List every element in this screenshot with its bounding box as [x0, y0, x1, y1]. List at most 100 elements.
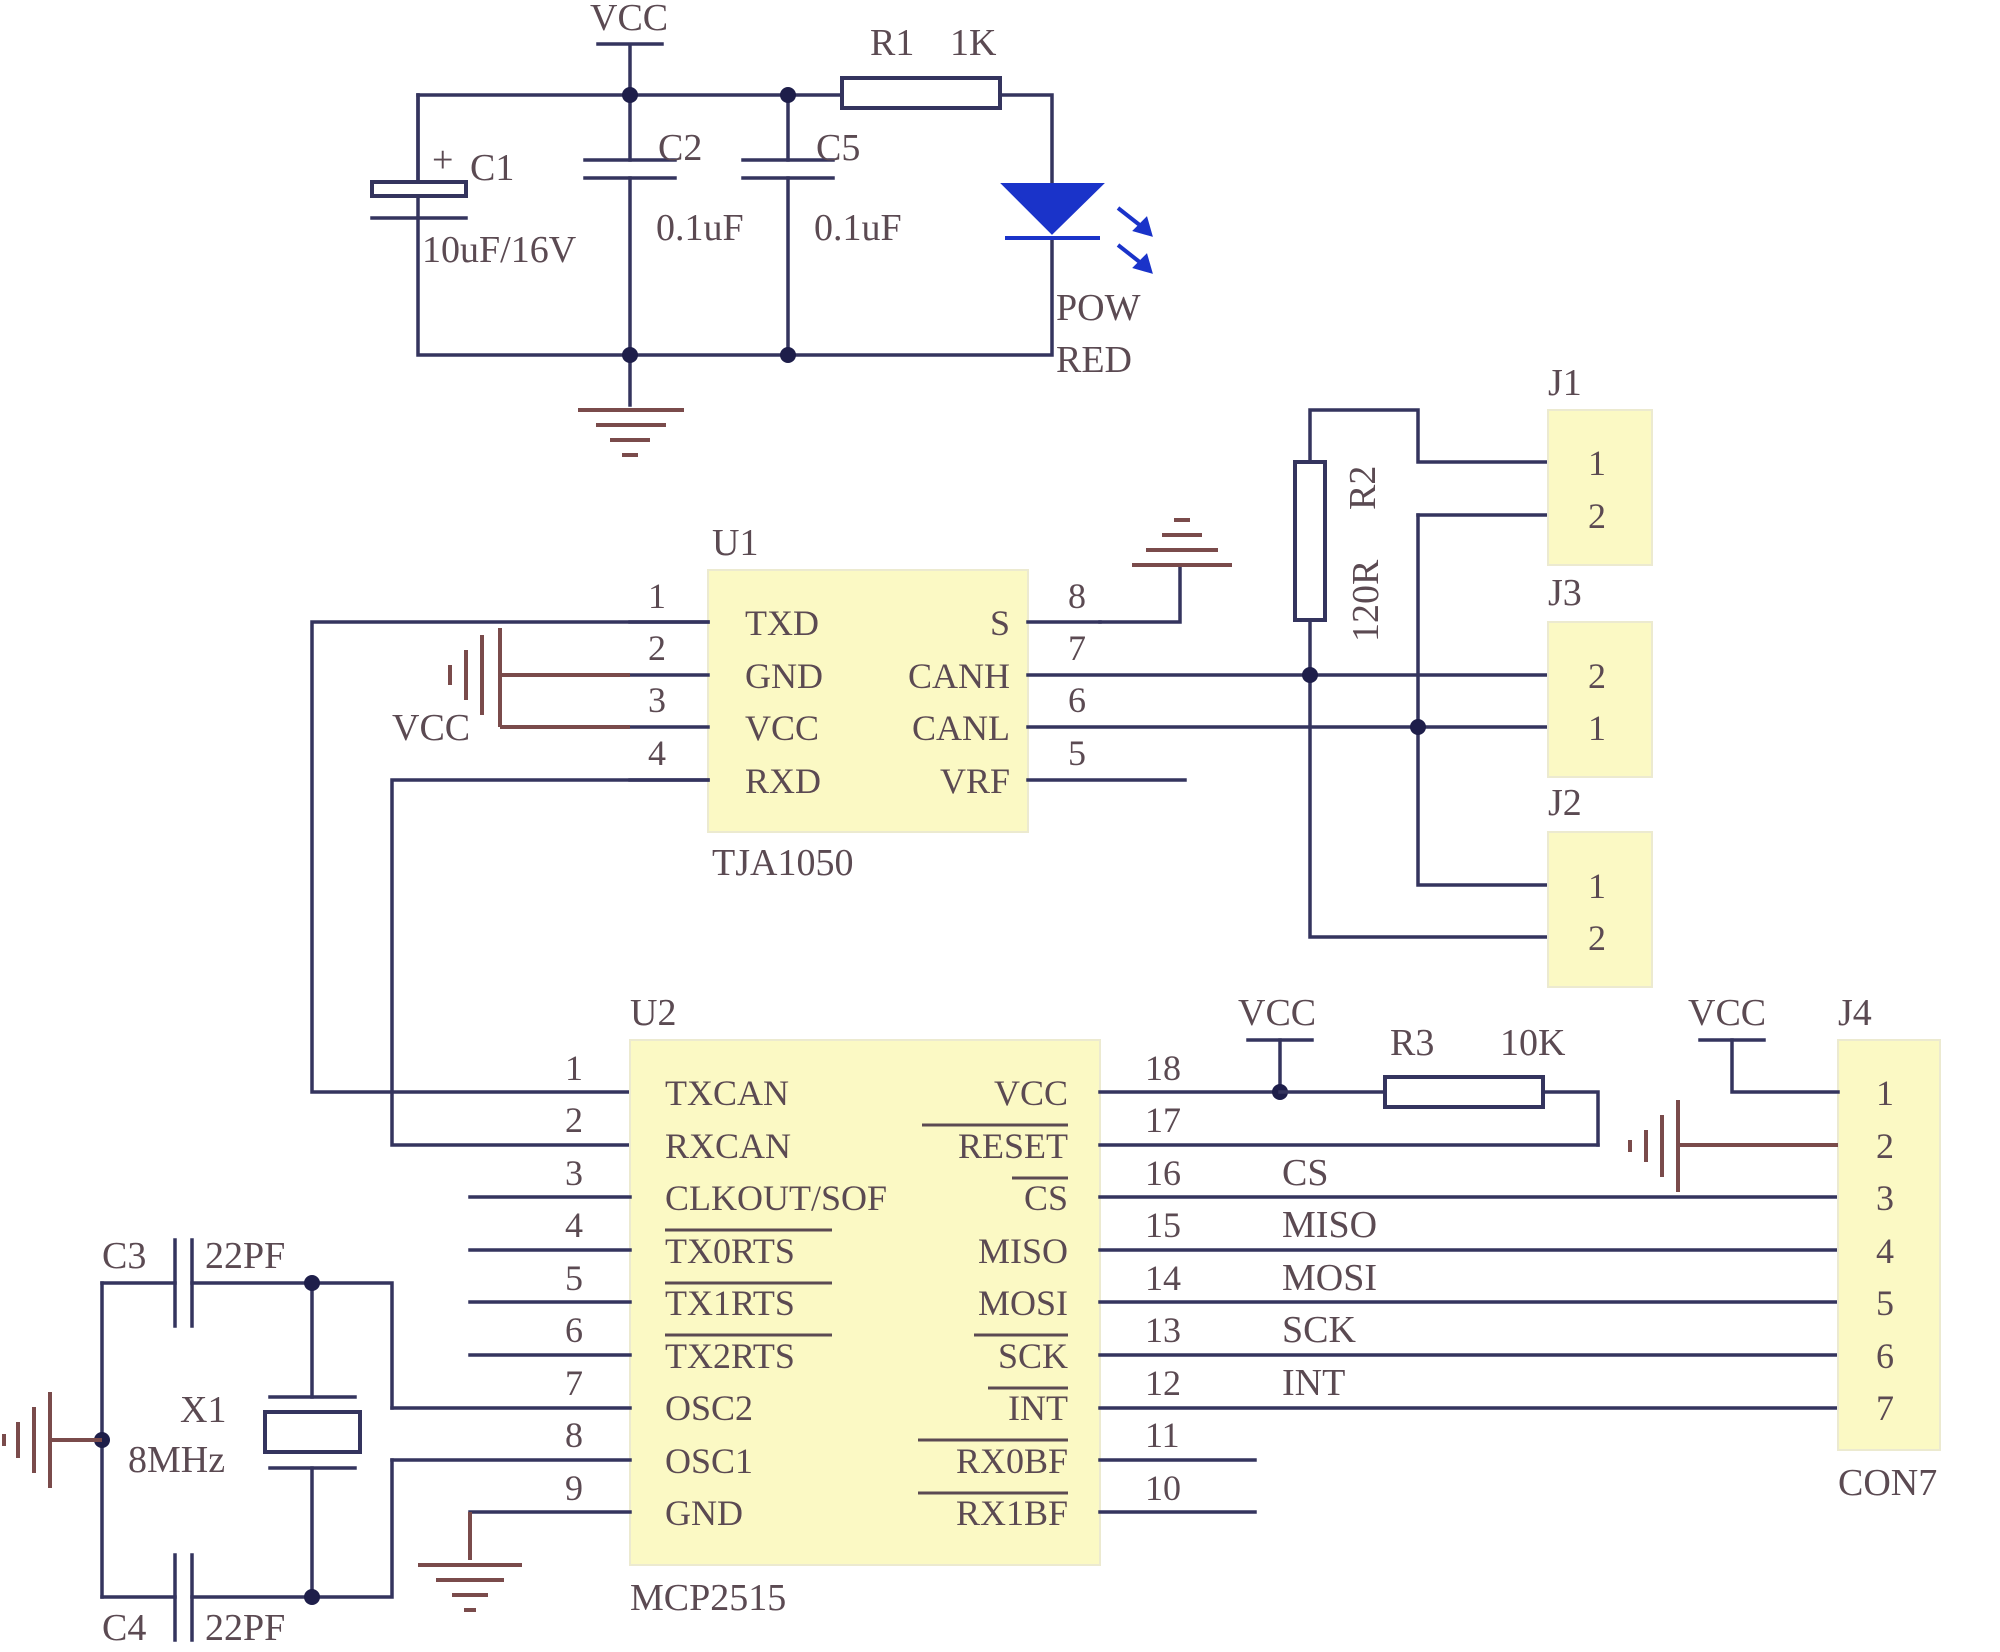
led-label-line2: RED — [1056, 339, 1132, 381]
u2-pin-num: 16 — [1145, 1153, 1181, 1193]
c4-value: 22PF — [205, 1607, 285, 1649]
j4-pin: 6 — [1876, 1336, 1894, 1376]
x1-value: 8MHz — [128, 1439, 225, 1481]
u2-pin-num: 13 — [1145, 1310, 1181, 1350]
u2-pin-num: 7 — [565, 1363, 583, 1403]
u2-part: MCP2515 — [630, 1577, 786, 1619]
net-label-sck: SCK — [1282, 1309, 1356, 1351]
c1-value: 10uF/16V — [422, 229, 577, 271]
crystal-ground-icon — [2, 1392, 52, 1488]
u2-pin-name: GND — [665, 1493, 743, 1533]
u2-pin-num: 10 — [1145, 1468, 1181, 1508]
u1-pin-num: 5 — [1068, 733, 1086, 773]
u2-pin-num: 14 — [1145, 1258, 1181, 1298]
j4-vcc-label: VCC — [1688, 992, 1766, 1034]
u2-pin-name: RESET — [958, 1126, 1068, 1166]
u2-pin-name: OSC1 — [665, 1441, 753, 1481]
led-label-line1: POW — [1056, 287, 1141, 329]
u1-pin-name: GND — [745, 656, 823, 696]
u2-pin-name: TX0RTS — [665, 1231, 795, 1271]
j3-label: J3 — [1548, 572, 1582, 614]
c1-label: C1 — [470, 147, 514, 189]
u2-pin-num: 4 — [565, 1205, 583, 1245]
u1-pin-num: 2 — [648, 628, 666, 668]
c2-label: C2 — [658, 127, 702, 169]
u2-pin-name: CLKOUT/SOF — [665, 1178, 887, 1218]
u1-tja1050: U1 TJA1050 1 2 3 4 TXD GND VCC RXD 8 7 6… — [392, 518, 1232, 884]
u2-pin-name: RX0BF — [956, 1441, 1068, 1481]
x1-crystal — [263, 1410, 362, 1454]
net-label-int: INT — [1282, 1362, 1345, 1404]
j4-connector: J4 CON7 1 2 3 4 5 6 7 VCC — [1628, 992, 1941, 1504]
j4-pin: 5 — [1876, 1283, 1894, 1323]
c4-label: C4 — [102, 1607, 146, 1649]
r3-resistor — [1383, 1075, 1545, 1109]
u1-pin-num: 6 — [1068, 680, 1086, 720]
j4-part: CON7 — [1838, 1462, 1937, 1504]
u1-pin-name: S — [990, 603, 1010, 643]
u2-pin-name: INT — [1008, 1388, 1068, 1428]
u1-pin-name: VRF — [940, 761, 1010, 801]
can-connectors: R2 120R J1 1 2 J3 2 1 J2 1 2 — [1026, 362, 1653, 988]
u2-pin-name: MISO — [978, 1231, 1068, 1271]
u1-part: TJA1050 — [712, 842, 853, 884]
u1-pin-num: 3 — [648, 680, 666, 720]
r3-label: R3 — [1390, 1022, 1434, 1064]
power-vcc-label: VCC — [590, 0, 668, 39]
u2-pin-name: MOSI — [978, 1283, 1068, 1323]
j2-pin: 2 — [1588, 918, 1606, 958]
u2-pin-name: TX2RTS — [665, 1336, 795, 1376]
u2-pin-name: OSC2 — [665, 1388, 753, 1428]
u1-pin-name: CANL — [912, 708, 1010, 748]
j4-pin: 3 — [1876, 1178, 1894, 1218]
net-label-miso: MISO — [1282, 1204, 1377, 1246]
u2-mcp2515: U2 MCP2515 1 2 3 4 5 6 7 8 9 TXCAN RXCAN… — [390, 992, 1600, 1619]
c1-capacitor — [370, 180, 468, 198]
j4-pin: 4 — [1876, 1231, 1894, 1271]
u2-pin-num: 15 — [1145, 1205, 1181, 1245]
u2-pin-num: 8 — [565, 1415, 583, 1455]
u2-pin-name: RXCAN — [665, 1126, 791, 1166]
j2-connector — [1547, 831, 1653, 988]
u2-pin-name: RX1BF — [956, 1493, 1068, 1533]
net-label-mosi: MOSI — [1282, 1257, 1377, 1299]
u1-pin-name: VCC — [745, 708, 819, 748]
u1-pin-name: TXD — [745, 603, 819, 643]
crystal-section: C3 22PF C4 22PF X1 8MHz — [2, 1235, 394, 1649]
u2-pin-num: 12 — [1145, 1363, 1181, 1403]
u2-pin-name: VCC — [994, 1073, 1068, 1113]
r2-value: 120R — [1345, 559, 1387, 642]
u1-pin-num: 7 — [1068, 628, 1086, 668]
j4-pin: 1 — [1876, 1073, 1894, 1113]
j1-pin: 2 — [1588, 496, 1606, 536]
u1-pin-num: 4 — [648, 733, 666, 773]
u2-ref: U2 — [630, 992, 676, 1034]
j2-pin: 1 — [1588, 866, 1606, 906]
j4-pin: 7 — [1876, 1388, 1894, 1428]
u1-ground-icon — [448, 635, 484, 715]
j3-pin: 1 — [1588, 708, 1606, 748]
r1-label: R1 — [870, 22, 914, 64]
u2-pin-num: 18 — [1145, 1048, 1181, 1088]
u2-pin-num: 5 — [565, 1258, 583, 1298]
r2-resistor — [1293, 460, 1327, 622]
j4-pin: 2 — [1876, 1126, 1894, 1166]
u1-pin-num: 1 — [648, 576, 666, 616]
power-led — [1000, 183, 1105, 235]
u1-s-ground-icon — [1132, 518, 1232, 567]
power-ground-icon — [578, 408, 684, 457]
j4-label: J4 — [1838, 992, 1872, 1034]
u2-pin-num: 17 — [1145, 1100, 1181, 1140]
j4-ground-icon — [1628, 1100, 1680, 1192]
j3-connector — [1547, 621, 1653, 778]
c2-value: 0.1uF — [656, 207, 744, 249]
u2-pin-num: 2 — [565, 1100, 583, 1140]
c3-value: 22PF — [205, 1235, 285, 1277]
j3-pin: 2 — [1588, 656, 1606, 696]
r2-label: R2 — [1342, 466, 1384, 510]
c5-label: C5 — [816, 127, 860, 169]
u2-pin-name: TXCAN — [665, 1073, 789, 1113]
u2-pin-num: 11 — [1145, 1415, 1180, 1455]
power-section: VCC + C1 10uF/16V C2 0.1uF C5 0.1uF R1 1… — [370, 0, 1153, 457]
